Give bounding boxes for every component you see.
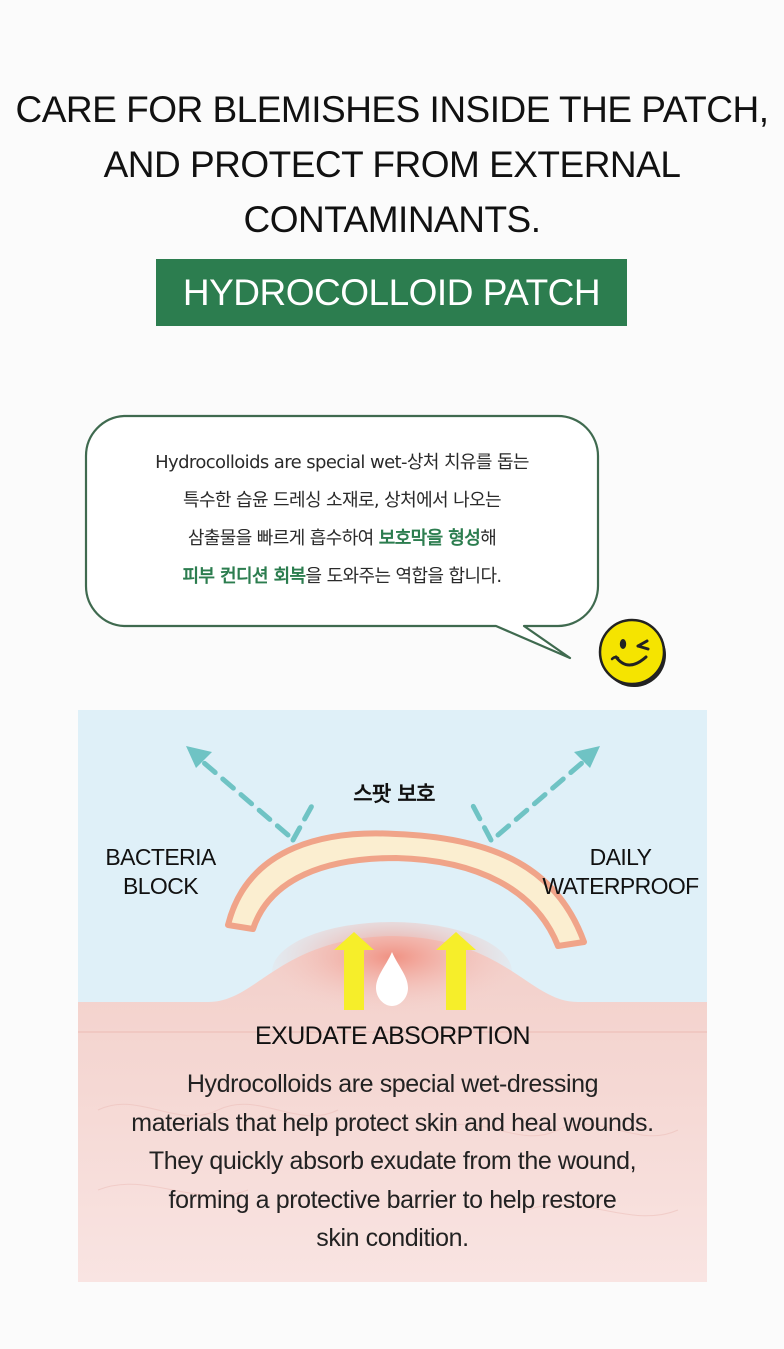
bubble-highlight-barrier: 보호막을 형성	[378, 528, 481, 549]
patch-diagram: 스팟 보호 BACTERIA BLOCK DAILY WATERPROOF EX…	[78, 710, 707, 1282]
bubble-line-3: 삼출물을 빠르게 흡수하여 보호막을 형성해	[187, 528, 497, 549]
hydrocolloid-patch-arc	[225, 830, 587, 949]
left-absorption-arrow	[334, 932, 374, 1010]
speech-bubble: Hydrocolloids are special wet-상처 치유를 돕는 …	[84, 414, 600, 660]
right-deflect-arrow	[468, 753, 593, 843]
winking-smiley-icon	[598, 618, 666, 687]
description-line: materials that help protect skin and hea…	[131, 1108, 654, 1137]
bacteria-block-label: BACTERIA BLOCK	[105, 844, 216, 899]
bubble-line-4: 피부 컨디션 회복을 도와주는 역합을 합니다.	[182, 566, 502, 587]
bubble-line-2: 특수한 습윤 드레싱 소재로, 상처에서 나오는	[182, 490, 502, 511]
bubble-highlight-skin: 피부 컨디션 회복	[182, 566, 306, 587]
description-line: skin condition.	[316, 1224, 469, 1252]
patch-diagram-illustration	[78, 710, 707, 1282]
exudate-drop-icon	[376, 952, 408, 1006]
headline-line-2: AND PROTECT FROM EXTERNAL	[103, 144, 681, 185]
description-line: They quickly absorb exudate from the wou…	[148, 1147, 637, 1175]
exudate-absorption-label: EXUDATE ABSORPTION	[255, 1022, 531, 1050]
headline-line-1: CARE FOR BLEMISHES INSIDE THE PATCH,	[15, 89, 769, 130]
description-text: Hydrocolloids are special wet-dressing m…	[78, 1065, 707, 1258]
description-line: Hydrocolloids are special wet-dressing	[186, 1070, 599, 1098]
skin-layer	[78, 936, 707, 1282]
bubble-text: Hydrocolloids are special wet-상처 치유를 돕는 …	[84, 444, 600, 596]
hydrocolloid-patch-badge: HYDROCOLLOID PATCH	[156, 259, 627, 326]
speech-bubble-outline	[84, 414, 600, 660]
spot-protection-label: 스팟 보호	[353, 782, 435, 806]
left-deflect-arrow	[193, 753, 317, 843]
headline-line-3: CONTAMINANTS.	[243, 199, 541, 240]
headline: CARE FOR BLEMISHES INSIDE THE PATCH, AND…	[0, 82, 784, 247]
bubble-line-1: Hydrocolloids are special wet-상처 치유를 돕는	[155, 452, 529, 473]
right-absorption-arrow	[436, 932, 476, 1010]
description-line: forming a protective barrier to help res…	[168, 1185, 617, 1214]
skin-texture	[97, 1103, 679, 1217]
daily-waterproof-label: DAILY WATERPROOF	[542, 844, 699, 899]
